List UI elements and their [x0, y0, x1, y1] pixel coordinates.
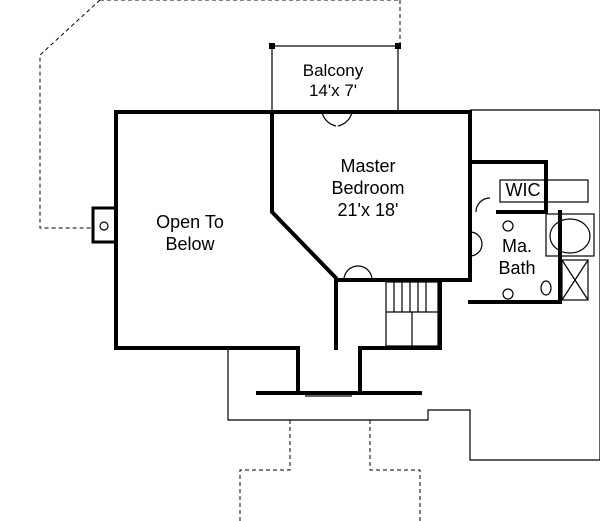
- master-bath-name: Ma.: [502, 236, 532, 256]
- tub: [545, 213, 595, 257]
- wic-wall: [468, 160, 548, 214]
- balcony-size: 14'x 7': [309, 81, 357, 100]
- wic-door: [475, 197, 491, 213]
- roof-outline-dashed: [39, 0, 101, 229]
- open-to-below-name: Open To: [156, 212, 224, 232]
- chimney-flue: [99, 221, 109, 231]
- porch-outline-dashed: [239, 420, 291, 521]
- shower: [561, 259, 589, 301]
- sink-2: [502, 288, 514, 300]
- shower-x2: [561, 259, 589, 301]
- open-to-below-name-2: Below: [165, 234, 215, 254]
- master-bedroom-size: 21'x 18': [338, 200, 399, 220]
- balcony-name: Balcony: [303, 61, 364, 80]
- balcony-post-right: [395, 43, 401, 49]
- master-bath-name-2: Bath: [498, 258, 535, 278]
- tub-basin: [549, 218, 591, 254]
- porch-outline-dashed-2: [369, 420, 421, 521]
- bedroom-door: [343, 265, 373, 281]
- stair-wall-east: [358, 278, 442, 395]
- stair-treads: [386, 282, 438, 346]
- sink-1: [502, 220, 514, 232]
- bath-door: [469, 231, 483, 257]
- master-bedroom-name: Master: [340, 156, 395, 176]
- master-bedroom-name-2: Bedroom: [331, 178, 404, 198]
- wic-name: WIC: [506, 180, 541, 200]
- wic-shelf: [499, 179, 589, 203]
- interior-diagonal-wall: [270, 110, 338, 350]
- chimney: [91, 206, 118, 244]
- balcony-door: [321, 111, 353, 127]
- lower-roof-line: [227, 109, 600, 461]
- toilet: [540, 280, 552, 296]
- balcony-post-left: [269, 43, 275, 49]
